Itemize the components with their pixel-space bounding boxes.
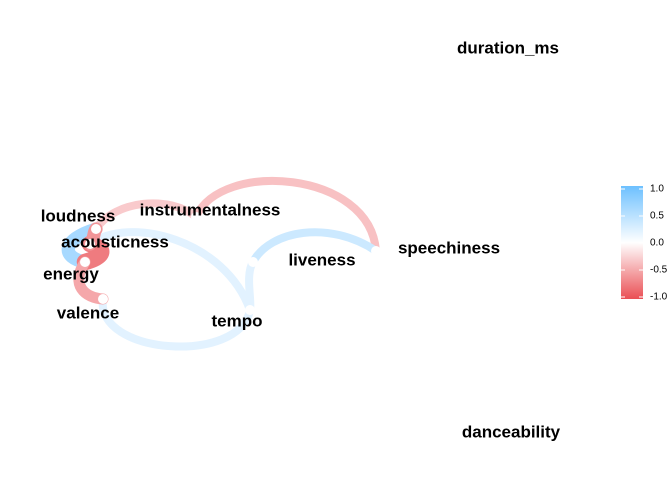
- node-instrumentalness: [191, 212, 201, 222]
- legend-tick-label: 0.5: [650, 211, 664, 222]
- edge-speechiness-instrumentalness: [192, 177, 380, 255]
- node-valence: [98, 294, 108, 304]
- legend-tick-label: -1.0: [650, 292, 668, 303]
- node-label-valence: valence: [57, 303, 119, 322]
- edge-speechiness-liveness: [249, 228, 380, 266]
- node-label-acousticness: acousticness: [61, 232, 169, 251]
- node-label-energy: energy: [43, 264, 99, 283]
- node-label-instrumentalness: instrumentalness: [140, 200, 281, 219]
- legend-tick-label: -0.5: [650, 265, 668, 276]
- legend-tick-label: 1.0: [650, 184, 664, 195]
- node-liveness: [248, 257, 258, 267]
- correlation-legend: 1.0 0.5 0.0 -0.5 -1.0: [621, 184, 668, 303]
- legend-colorbar: [621, 186, 643, 299]
- node-acousticness: [85, 239, 95, 249]
- node-label-danceability: danceability: [462, 422, 561, 441]
- node-label-speechiness: speechiness: [398, 238, 500, 257]
- node-label-tempo: tempo: [212, 311, 263, 330]
- node-label-loudness: loudness: [41, 206, 116, 225]
- node-layer: [80, 212, 381, 315]
- node-tempo: [245, 305, 255, 315]
- label-layer: duration_ms instrumentalness loudness acous…: [41, 38, 561, 441]
- legend-tick-label: 0.0: [650, 238, 664, 249]
- edge-tempo-valence: [98, 295, 254, 351]
- node-speechiness: [371, 246, 381, 256]
- node-loudness: [91, 224, 101, 234]
- edge-tempo-acousticness: [86, 228, 254, 314]
- node-label-duration_ms: duration_ms: [457, 38, 559, 57]
- node-energy: [80, 257, 90, 267]
- edge-instrumentalness-loudness: [92, 199, 200, 233]
- node-label-liveness: liveness: [288, 250, 355, 269]
